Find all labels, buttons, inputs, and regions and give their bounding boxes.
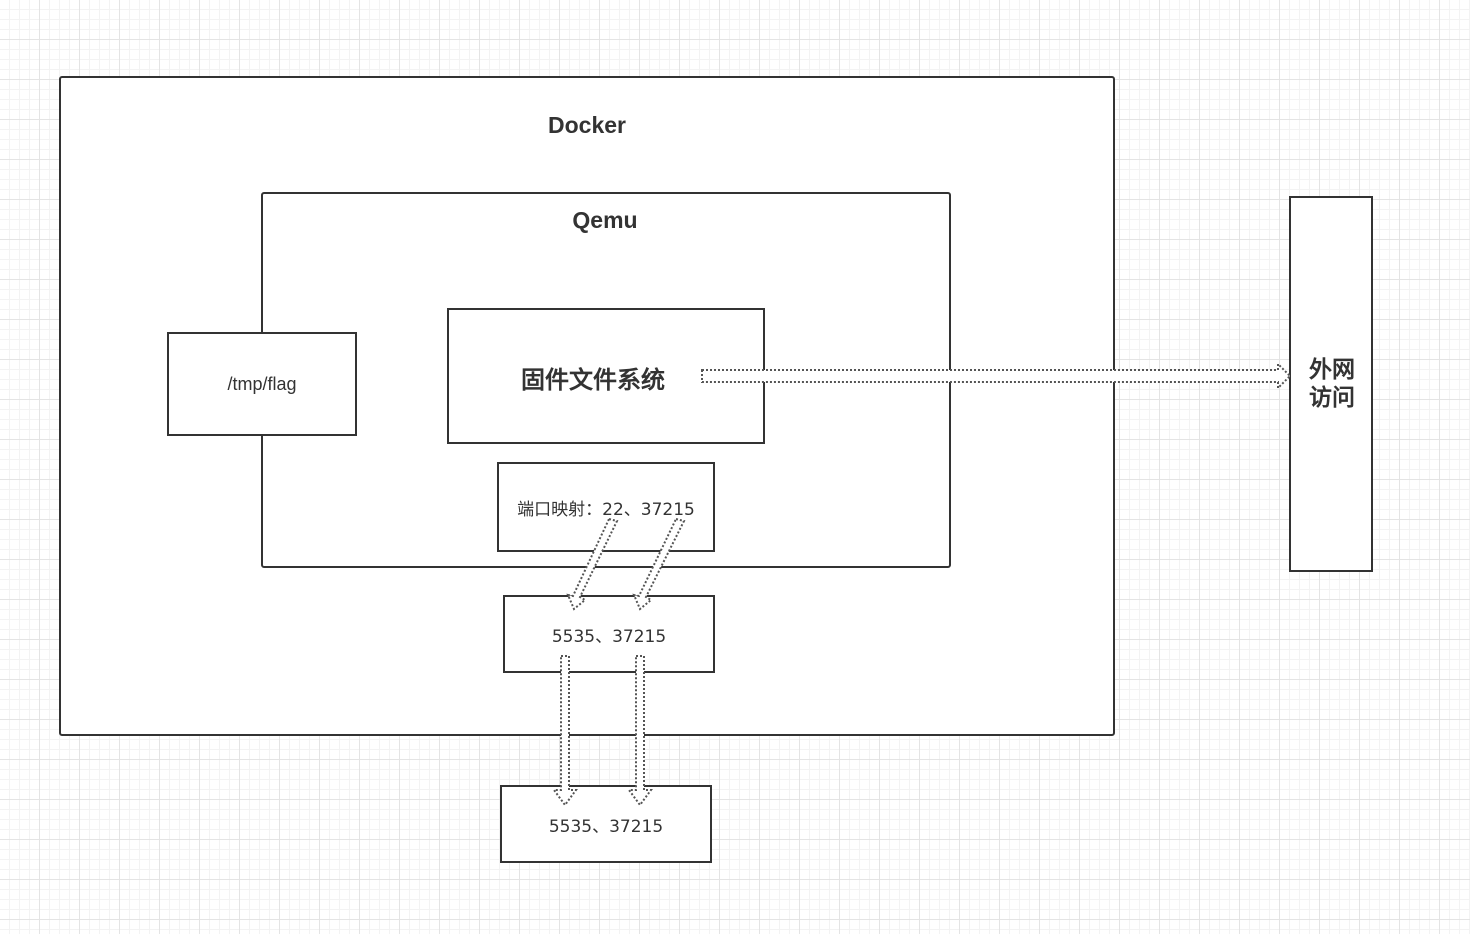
flag-label: /tmp/flag xyxy=(227,373,297,394)
firmware-label: 固件文件系统 xyxy=(521,366,665,394)
host-port-label: 5535、37215 xyxy=(548,816,664,837)
docker-port-box: 5535、37215 xyxy=(503,595,715,673)
port-mapping-label: 端口映射：22、37215 xyxy=(517,499,695,520)
docker-title: Docker xyxy=(548,112,626,138)
port-mapping-box: 端口映射：22、37215 xyxy=(497,462,715,552)
firmware-filesystem-box: 固件文件系统 xyxy=(447,308,765,444)
external-access-label: 外网访问 xyxy=(1309,357,1355,411)
qemu-title: Qemu xyxy=(572,207,638,233)
flag-box: /tmp/flag xyxy=(167,332,357,436)
docker-port-label: 5535、37215 xyxy=(551,626,667,647)
external-access-box: 外网访问 xyxy=(1289,196,1373,572)
host-port-box: 5535、37215 xyxy=(500,785,712,863)
